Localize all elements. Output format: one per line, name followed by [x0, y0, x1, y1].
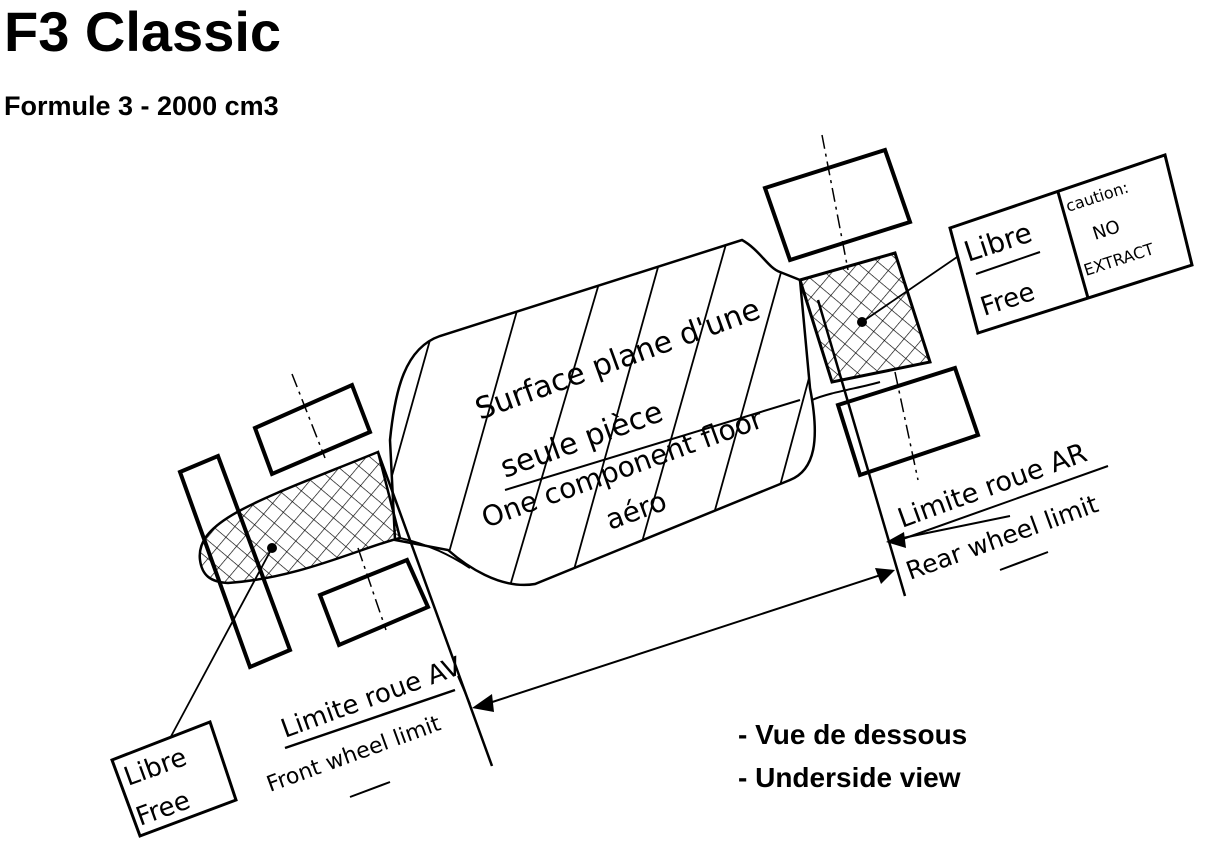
front-free-callout: Libre Free: [110, 547, 273, 838]
page-subtitle: Formule 3 - 2000 cm3: [4, 91, 279, 121]
dimension-arrow: [472, 568, 895, 712]
rear-free-callout: Libre Free caution: NO EXTRACT: [861, 153, 1194, 335]
front-right-wheel: [317, 547, 431, 648]
page-title: F3 Classic: [4, 0, 282, 63]
rear-upper-wheel: [762, 134, 913, 271]
flat-floor-panel: [388, 238, 816, 587]
front-wheel-limit-line: [376, 451, 494, 767]
rear-wheel-limit-line: [816, 299, 907, 597]
front-free-zone: [198, 450, 471, 585]
front-left-wheel: [252, 373, 373, 477]
rear-free-zone: [798, 251, 932, 401]
rear-lower-wheel: [835, 365, 981, 481]
view-note-fr: - Vue de dessous: [738, 719, 968, 750]
view-note-en: - Underside view: [738, 762, 961, 793]
front-limit-arrow: [457, 675, 471, 705]
